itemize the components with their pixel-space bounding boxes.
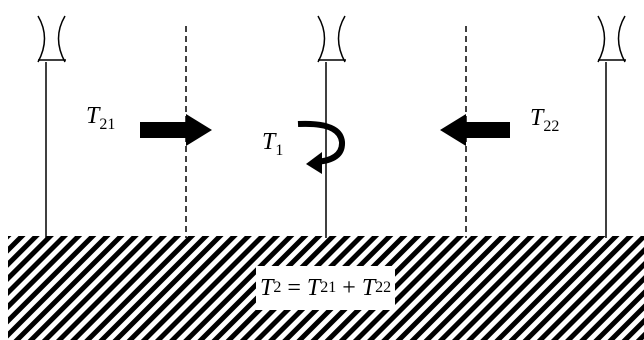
label-t1: T1	[262, 129, 283, 159]
label-t22-sub: 22	[543, 118, 560, 135]
turbine-3	[597, 15, 626, 238]
label-t1-sub: 1	[275, 142, 284, 159]
eq-term2-letter: T	[361, 274, 376, 301]
arrow-left-t22	[440, 114, 510, 146]
label-t21-letter: T	[86, 103, 100, 129]
eq-term1-letter: T	[306, 274, 321, 301]
label-t1-letter: T	[262, 129, 276, 155]
label-t21: T21	[86, 103, 115, 133]
eq-lhs-letter: T	[260, 274, 274, 301]
label-t21-sub: 21	[99, 116, 116, 133]
turbine-1	[37, 15, 66, 238]
eq-plus: +	[342, 274, 356, 301]
turbine-2	[317, 15, 346, 238]
label-t22-letter: T	[530, 105, 544, 131]
arrow-right-t21	[140, 114, 212, 146]
torque-arrow-t1	[297, 120, 345, 174]
label-t22: T22	[530, 105, 559, 135]
eq-equals: =	[287, 274, 301, 301]
